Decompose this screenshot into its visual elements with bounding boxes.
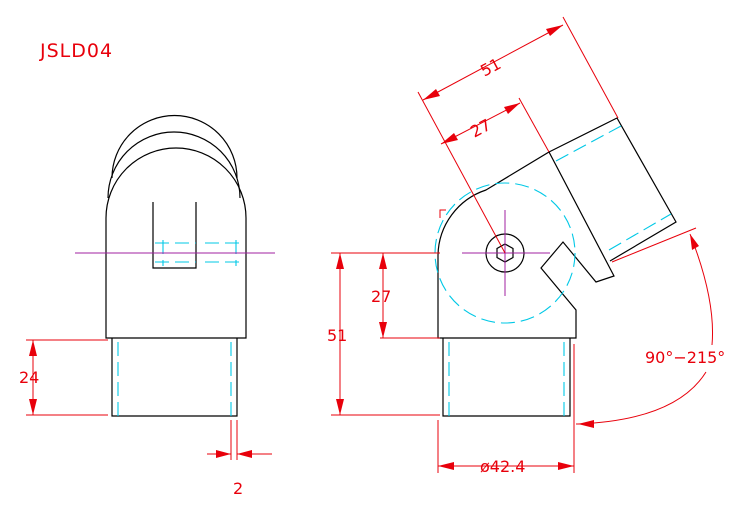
dim-27a-arrow-right — [504, 103, 520, 114]
dim-51v-arrow-bottom — [336, 399, 344, 415]
dim-2-label: 2 — [233, 479, 243, 498]
front-middle-dome — [107, 131, 241, 199]
front-rear-dome — [111, 114, 238, 179]
dim-51a-line — [422, 24, 564, 101]
dim-27a-ext-right — [518, 97, 550, 153]
front-slot — [152, 202, 197, 269]
dim-dia-arrow-left — [438, 462, 454, 470]
side-view — [434, 117, 677, 417]
side-body-outline — [437, 151, 615, 339]
dim-51v-arrow-top — [336, 253, 344, 269]
dim-angle-arrow-bottom — [578, 420, 594, 428]
pivot-tick-mark — [439, 209, 446, 218]
side-arm-tube — [548, 117, 677, 262]
front-dimensions: 24 2 — [19, 339, 272, 498]
side-socket-outline — [442, 338, 571, 417]
dim-51a-arrow-left — [423, 89, 440, 100]
front-view — [75, 114, 275, 417]
dim-angle-label: 90°−215° — [645, 348, 725, 367]
side-pivot-hidden-circle — [434, 182, 576, 324]
dim-51a-label: 51 — [477, 54, 504, 80]
dim-27a-arrow-left — [441, 133, 458, 144]
front-body-outline — [105, 245, 247, 339]
dim-24-arrow-bottom — [29, 399, 37, 415]
dim-24-label: 24 — [19, 368, 39, 387]
part-code-label: JSLD04 — [39, 40, 113, 62]
dim-27v-arrow-bottom — [379, 322, 387, 338]
front-front-dome — [105, 147, 247, 245]
dim-angle-arc-upper — [689, 233, 713, 346]
dim-51a-arrow-right — [546, 25, 563, 36]
dim-2-arrow-right — [237, 450, 252, 458]
dim-angle-arc-lower — [577, 371, 707, 425]
front-socket-outline — [111, 338, 238, 417]
side-arm-hidden-bottom — [608, 213, 672, 251]
dim-2-arrow-left — [216, 450, 231, 458]
dim-dia-arrow-right — [558, 462, 574, 470]
dim-27v-arrow-top — [379, 253, 387, 269]
dim-angle-ext-top — [611, 227, 697, 263]
side-dimensions: 51 27 ø42.4 51 27 9 — [327, 16, 725, 476]
side-arm-hidden-top — [555, 125, 622, 162]
dim-51a-ext-left — [417, 91, 506, 254]
dim-24-arrow-top — [29, 340, 37, 356]
dim-27v-label: 27 — [371, 287, 391, 306]
dim-dia-label: ø42.4 — [480, 457, 525, 476]
dim-angle-arrow-top — [690, 234, 699, 250]
dim-51a-ext-right — [562, 16, 619, 119]
dim-51v-label: 51 — [327, 326, 347, 345]
